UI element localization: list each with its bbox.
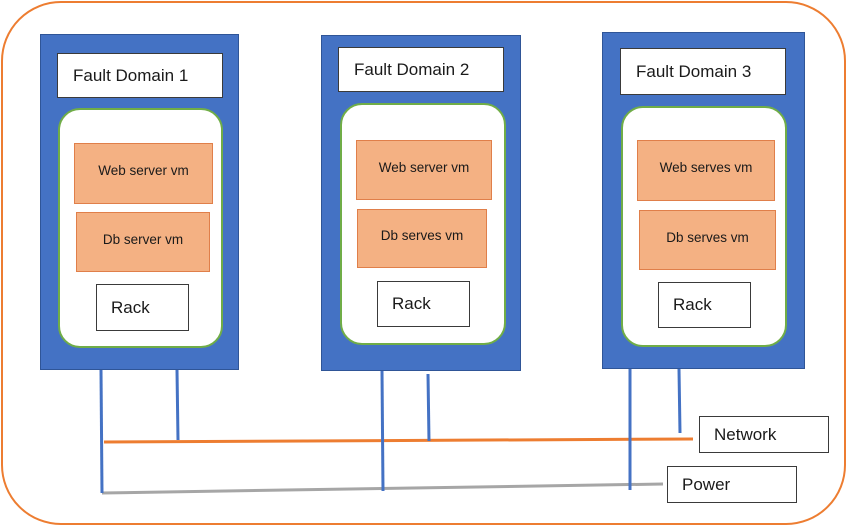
fault-domain-3-web-vm: Web serves vm [637,140,775,201]
domain-2-network-connector [426,373,431,442]
fault-domain-1-web-vm: Web server vm [74,143,213,204]
network-line [103,437,694,444]
fault-domain-1-title: Fault Domain 1 [57,53,223,98]
fault-domain-3-db-vm: Db serves vm [639,210,776,270]
fault-domain-2-title: Fault Domain 2 [338,47,504,92]
domain-2-power-connector [380,370,385,492]
fault-domain-3-rack: Rack [658,282,751,328]
domain-1-network-connector [175,369,180,441]
fault-domain-1-db-vm: Db server vm [76,212,210,272]
fault-domain-2-rack: Rack [377,281,470,327]
fault-domain-1-rack: Rack [96,284,189,331]
network-label: Network [699,416,829,453]
domain-3-network-connector [677,368,682,434]
fault-domain-3-title: Fault Domain 3 [620,48,786,95]
power-label: Power [667,466,797,503]
fault-domain-2-web-vm: Web server vm [356,140,492,200]
domain-1-power-connector [99,369,104,494]
fault-domain-2-db-vm: Db serves vm [357,209,487,268]
